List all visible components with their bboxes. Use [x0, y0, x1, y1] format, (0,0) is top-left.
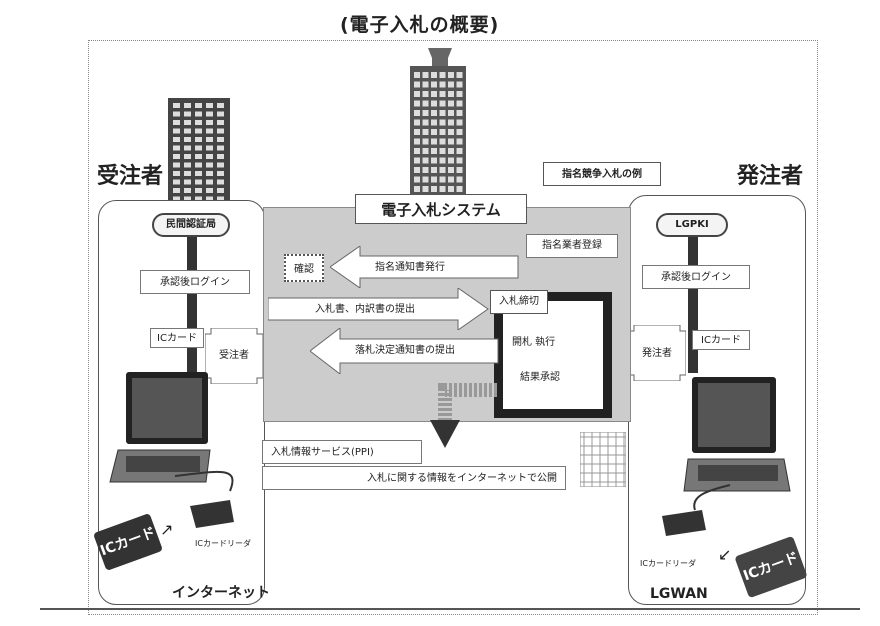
award-notice-label: 落札決定通知書の提出	[355, 345, 455, 356]
confirm-box: 確認	[284, 254, 324, 282]
contractor-connector	[187, 232, 197, 372]
registration-box: 指名業者登録	[526, 234, 618, 258]
system-title: 電子入札システム	[355, 194, 527, 224]
laptop-icon	[683, 377, 791, 492]
contractor-label: 受注者	[97, 164, 164, 189]
opening-label: 開札 執行	[512, 337, 556, 348]
ground-line	[40, 608, 860, 610]
orderer-role-label: 発注者	[642, 348, 672, 359]
bid-arrow	[268, 288, 489, 330]
laptop-icon	[109, 372, 211, 483]
ppi-desc-box: 入札に関する情報をインターネットで公開	[262, 466, 566, 490]
outer-frame	[88, 40, 818, 615]
office-building-icon	[168, 98, 230, 208]
arrow-left-icon: ↙	[718, 545, 732, 564]
example-label: 指名競争入札の例	[543, 162, 661, 186]
private-ca-badge: 民間認証局	[152, 213, 230, 237]
orderer-role-frame	[628, 325, 686, 381]
lgpki-badge: LGPKI	[656, 213, 728, 237]
contractor-reader-label: ICカードリーダ	[195, 539, 251, 548]
ppi-title-box: 入札情報サービス(PPI)	[262, 440, 422, 464]
publish-flow-arrow	[430, 383, 497, 448]
orderer-label: 発注者	[737, 164, 804, 189]
approval-label: 結果承認	[520, 372, 560, 383]
page-title: (電子入札の概要)	[340, 14, 500, 36]
contractor-role-label: 受注者	[219, 350, 249, 361]
government-building-icon	[580, 432, 626, 487]
card-reader-icon	[662, 484, 731, 536]
arrow-up-icon: ↗	[160, 520, 174, 539]
deadline-box: 入札締切	[490, 290, 548, 314]
orderer-login-box: 承認後ログイン	[642, 265, 750, 289]
lgwan-label: LGWAN	[650, 586, 708, 602]
notice-label: 指名通知書発行	[375, 262, 445, 273]
notice-arrow	[330, 246, 519, 288]
contractor-role-frame	[205, 328, 263, 384]
orderer-connector	[688, 228, 698, 373]
internet-label: インターネット	[172, 585, 270, 601]
tower-building-icon	[410, 48, 466, 198]
orderer-reader-label: ICカードリーダ	[640, 559, 696, 568]
card-reader-icon	[174, 470, 234, 528]
award-arrow	[310, 328, 499, 374]
orderer-ic-card-box: ICカード	[692, 330, 750, 350]
bid-label: 入札書、内訳書の提出	[315, 304, 415, 315]
contractor-login-box: 承認後ログイン	[140, 270, 250, 294]
contractor-ic-card-box: ICカード	[150, 328, 204, 348]
